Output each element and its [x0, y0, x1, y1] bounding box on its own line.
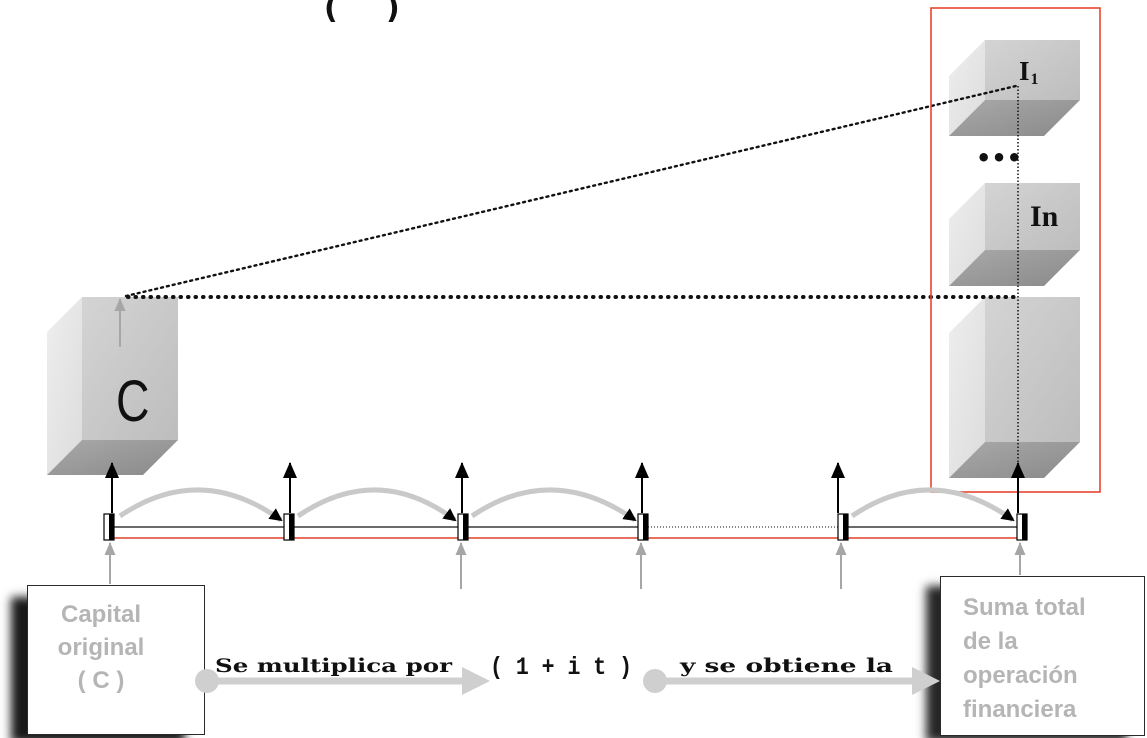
period-arc [298, 490, 455, 520]
final-capital-block-front [985, 297, 1080, 442]
final-capital-block [949, 297, 1080, 478]
total-amount-line: operación [963, 659, 1144, 693]
timeline [104, 463, 1027, 589]
interest-block-last-label: In [1030, 200, 1059, 233]
interest-first-symbol: I [1019, 56, 1030, 86]
interest-ellipsis: ••• [976, 144, 1022, 172]
period-arc [120, 490, 281, 520]
original-capital-line: ( C ) [28, 664, 174, 697]
timeline-tick [638, 514, 648, 540]
timeline-tick [458, 514, 468, 540]
top-fragment-close: ) [386, 0, 400, 26]
period-arc [472, 490, 635, 520]
timeline-tick [104, 514, 114, 540]
capital-block-label: C [116, 369, 150, 434]
interest-block-last: In [949, 183, 1080, 286]
total-amount-line: Suma total [963, 591, 1144, 625]
timeline-tick [284, 514, 294, 540]
top-fragment-open: ( [324, 0, 338, 26]
interest-first-subscript: 1 [1031, 71, 1039, 88]
timeline-tick [1017, 514, 1027, 540]
original-capital-line: Capital [28, 598, 174, 631]
total-amount-line: financiera [963, 693, 1144, 727]
total-amount-line: de la [963, 625, 1144, 659]
total-amount-box: Suma total de la operación financiera [940, 576, 1145, 736]
original-capital-line: original [28, 631, 174, 664]
interest-block-first-front [985, 40, 1080, 100]
capital-block: C [47, 297, 178, 475]
projection-line-diagonal [126, 86, 1016, 296]
interest-block-first: I1 [949, 40, 1080, 136]
original-capital-box: Capital original ( C ) [27, 585, 205, 735]
timeline-tick [838, 514, 848, 540]
period-arc [852, 490, 1013, 520]
